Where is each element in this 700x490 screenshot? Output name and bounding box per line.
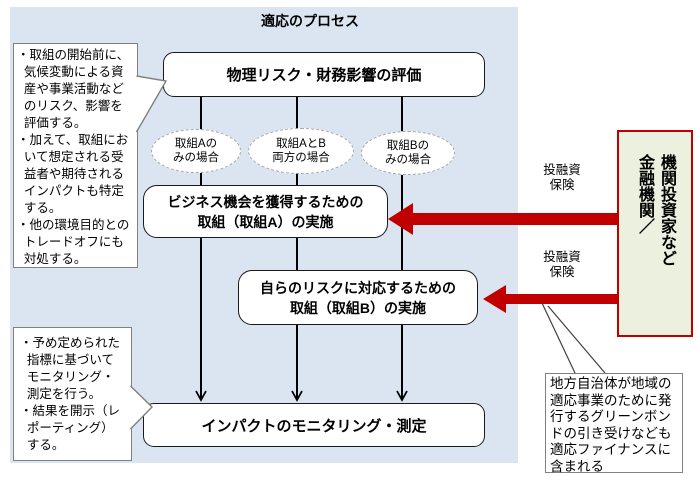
case-b-only-line2: みの場合 [385,154,431,166]
assessment-note-bullet-2: ・加えて、取組において想定される受益者や期待されるインパクトも特定する。 [17,133,129,215]
flow-label-1-line1: 投融資 [543,163,581,177]
flow-label-investment-insurance-1: 投融資 保険 [527,163,597,193]
box-action-b-line2: 取組（取組B）の実施 [289,299,427,316]
note-pointer-line-2 [547,305,606,374]
box-impact-monitoring: インパクトのモニタリング・測定 [143,403,485,447]
box-action-b-line1: 自らのリスクに対応するための [260,279,456,296]
box-action-a-line2: 取組（取組A）の実施 [197,213,334,230]
box-action-b: 自らのリスクに対応するための 取組（取組B）の実施 [238,270,478,325]
case-both-line2: 両方の場合 [272,152,330,164]
flow-label-investment-insurance-2: 投融資 保険 [527,250,597,280]
assessment-note-bullet-1: ・取組の開始前に、気候変動による資産や事業活動などのリスク、影響を評価する。 [17,48,130,130]
callout-monitoring-note: ・予め定められた指標に基づいてモニタリング・測定を行う。 ・結果を開示（レポーテ… [13,327,132,461]
flow-label-2-line2: 保険 [549,265,575,279]
monitoring-note-bullet-2: ・結果を開示（レポーティング）する。 [20,404,121,452]
box-impact-monitoring-label: インパクトのモニタリング・測定 [201,417,427,435]
box-physical-risk-assessment: 物理リスク・財務影響の評価 [163,52,485,97]
financial-institutions-line2: 金融機関／ [636,154,653,234]
financial-institutions-label: 機関投資家など 金融機関／ [633,132,677,335]
box-physical-risk-assessment-label: 物理リスク・財務影響の評価 [226,67,422,84]
case-a-only-line1: 取組Aの [174,138,218,150]
note-pointer-line-1 [541,302,576,374]
green-bond-note: 地方自治体が地域の適応事業のために発行するグリーンボンドの引き受けなども適応ファ… [545,373,683,474]
case-both-line1: 取組AとB [276,138,326,150]
case-a-only-line2: みの場合 [173,152,219,164]
diagram-title: 適応のプロセス [261,13,359,29]
case-b-only-line1: 取組Bの [386,140,430,152]
monitoring-note-bullet-1: ・予め定められた指標に基づいてモニタリング・測定を行う。 [20,336,121,401]
box-action-a-line1: ビジネス機会を獲得するための [167,193,364,210]
financial-institutions-box: 機関投資家など 金融機関／ [617,130,693,337]
callout-assessment-note: ・取組の開始前に、気候変動による資産や事業活動などのリスク、影響を評価する。 ・… [13,43,138,268]
flow-label-2-line1: 投融資 [543,250,581,264]
case-ellipse-action-a-only: 取組Aの みの場合 [151,129,241,173]
case-ellipse-action-b-only: 取組Bの みの場合 [361,131,455,175]
financial-institutions-line1: 機関投資家など [658,154,675,266]
green-bond-note-text: 地方自治体が地域の適応事業のために発行するグリーンボンドの引き受けなども適応ファ… [550,376,672,474]
flow-label-1-line2: 保険 [549,178,575,192]
assessment-note-bullet-3: ・他の環境目的とのトレードオフにも対処する。 [17,218,130,266]
box-action-a: ビジネス機会を獲得するための 取組（取組A）の実施 [143,185,388,238]
case-ellipse-both-a-and-b: 取組AとB 両方の場合 [248,128,354,174]
